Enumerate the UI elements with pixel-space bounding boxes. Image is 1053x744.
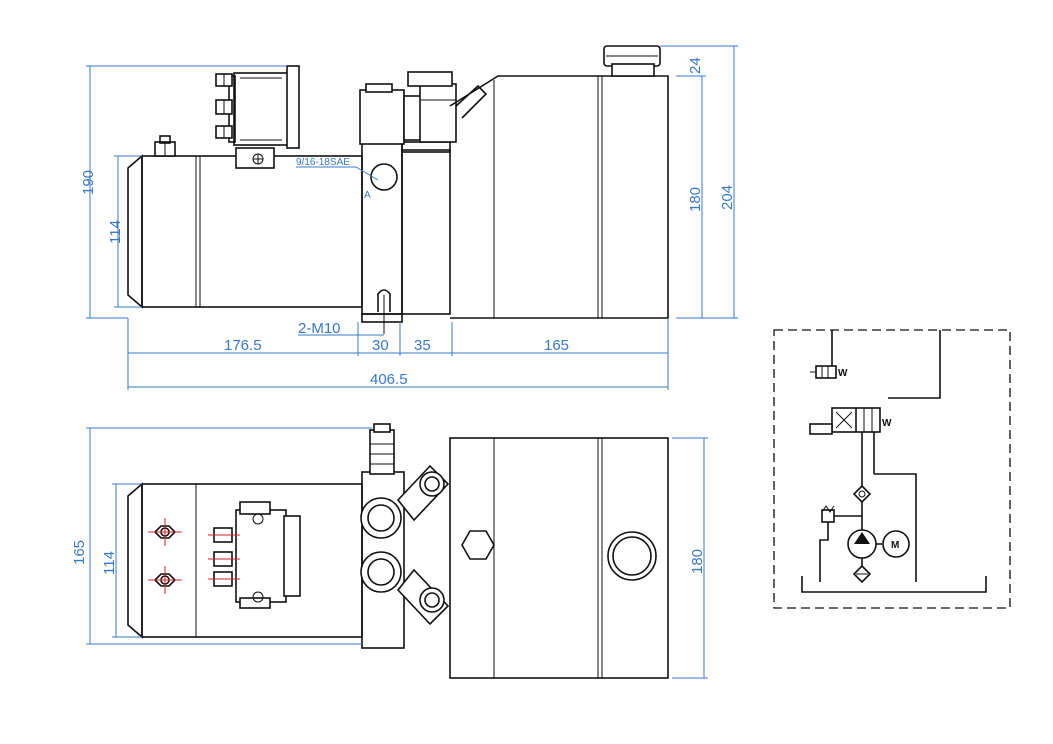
starter-solenoid [215,65,300,169]
motor-label: M [891,540,899,551]
top-view: 165 114 180 [71,423,708,679]
dim-114-top-label: 114 [101,551,118,575]
dim-204-label: 204 [719,185,736,210]
motor-body [141,155,363,308]
dim-180-top-label: 180 [689,549,706,574]
mounting-slot [377,289,391,312]
pump-symbol [847,529,882,559]
release-solenoid-symbol: W [810,365,848,379]
electric-motor-symbol: M [882,530,910,558]
schematic-tank [801,576,987,593]
dim-35-label: 35 [414,337,431,354]
oil-tank-top [449,437,669,679]
filler-cap [603,45,661,77]
port-letter-label: A [364,190,371,201]
dim-30-label: 30 [372,337,389,354]
solenoid-label-2: W [882,418,892,429]
dim-406-5-label: 406.5 [370,371,408,388]
oil-tank [449,45,669,319]
dim-114-label: 114 [107,220,124,244]
suction-filter-symbol [852,564,872,584]
drain-plug-hex [461,530,495,560]
terminal-bolts-top [208,527,240,587]
motor-breather-nut [154,135,176,157]
pump-adapter [401,149,451,315]
dim-165-label: 165 [544,337,569,354]
hydraulic-schematic: W W [773,329,1011,609]
dim-190-label: 190 [80,170,97,195]
schematic-boundary [773,329,1011,609]
mount-thread-label: 2-M10 [298,320,341,337]
valve-manifold-top [360,423,450,649]
check-valve-symbol [852,484,872,504]
motor-terminals-top [148,518,182,594]
terminal-bolts [215,73,233,139]
motor-end-cap-top [127,482,143,639]
starter-solenoid-top [208,501,301,609]
filler-cap-top [607,531,657,581]
side-view: 190 114 180 204 24 9/16-18SAE A 2-M10 [80,45,738,390]
pressure-port-a [370,163,398,191]
solenoid-label-1: W [838,368,848,379]
dim-180-label: 180 [687,187,704,212]
dim-24-label: 24 [687,57,704,74]
valve-manifold [361,139,403,334]
relief-valve-symbol [819,505,862,582]
directional-valve-symbol: W [809,407,892,435]
side-view-dimensions: 190 114 180 204 24 9/16-18SAE A 2-M10 [80,45,738,390]
dim-165-top-label: 165 [71,540,88,565]
motor-end-cap [127,154,143,309]
top-view-dimensions: 165 114 180 [71,427,708,679]
solenoid-valve-coil [359,71,488,145]
port-thread-label: 9/16-18SAE [296,157,350,168]
dim-176-5-label: 176.5 [224,337,262,354]
